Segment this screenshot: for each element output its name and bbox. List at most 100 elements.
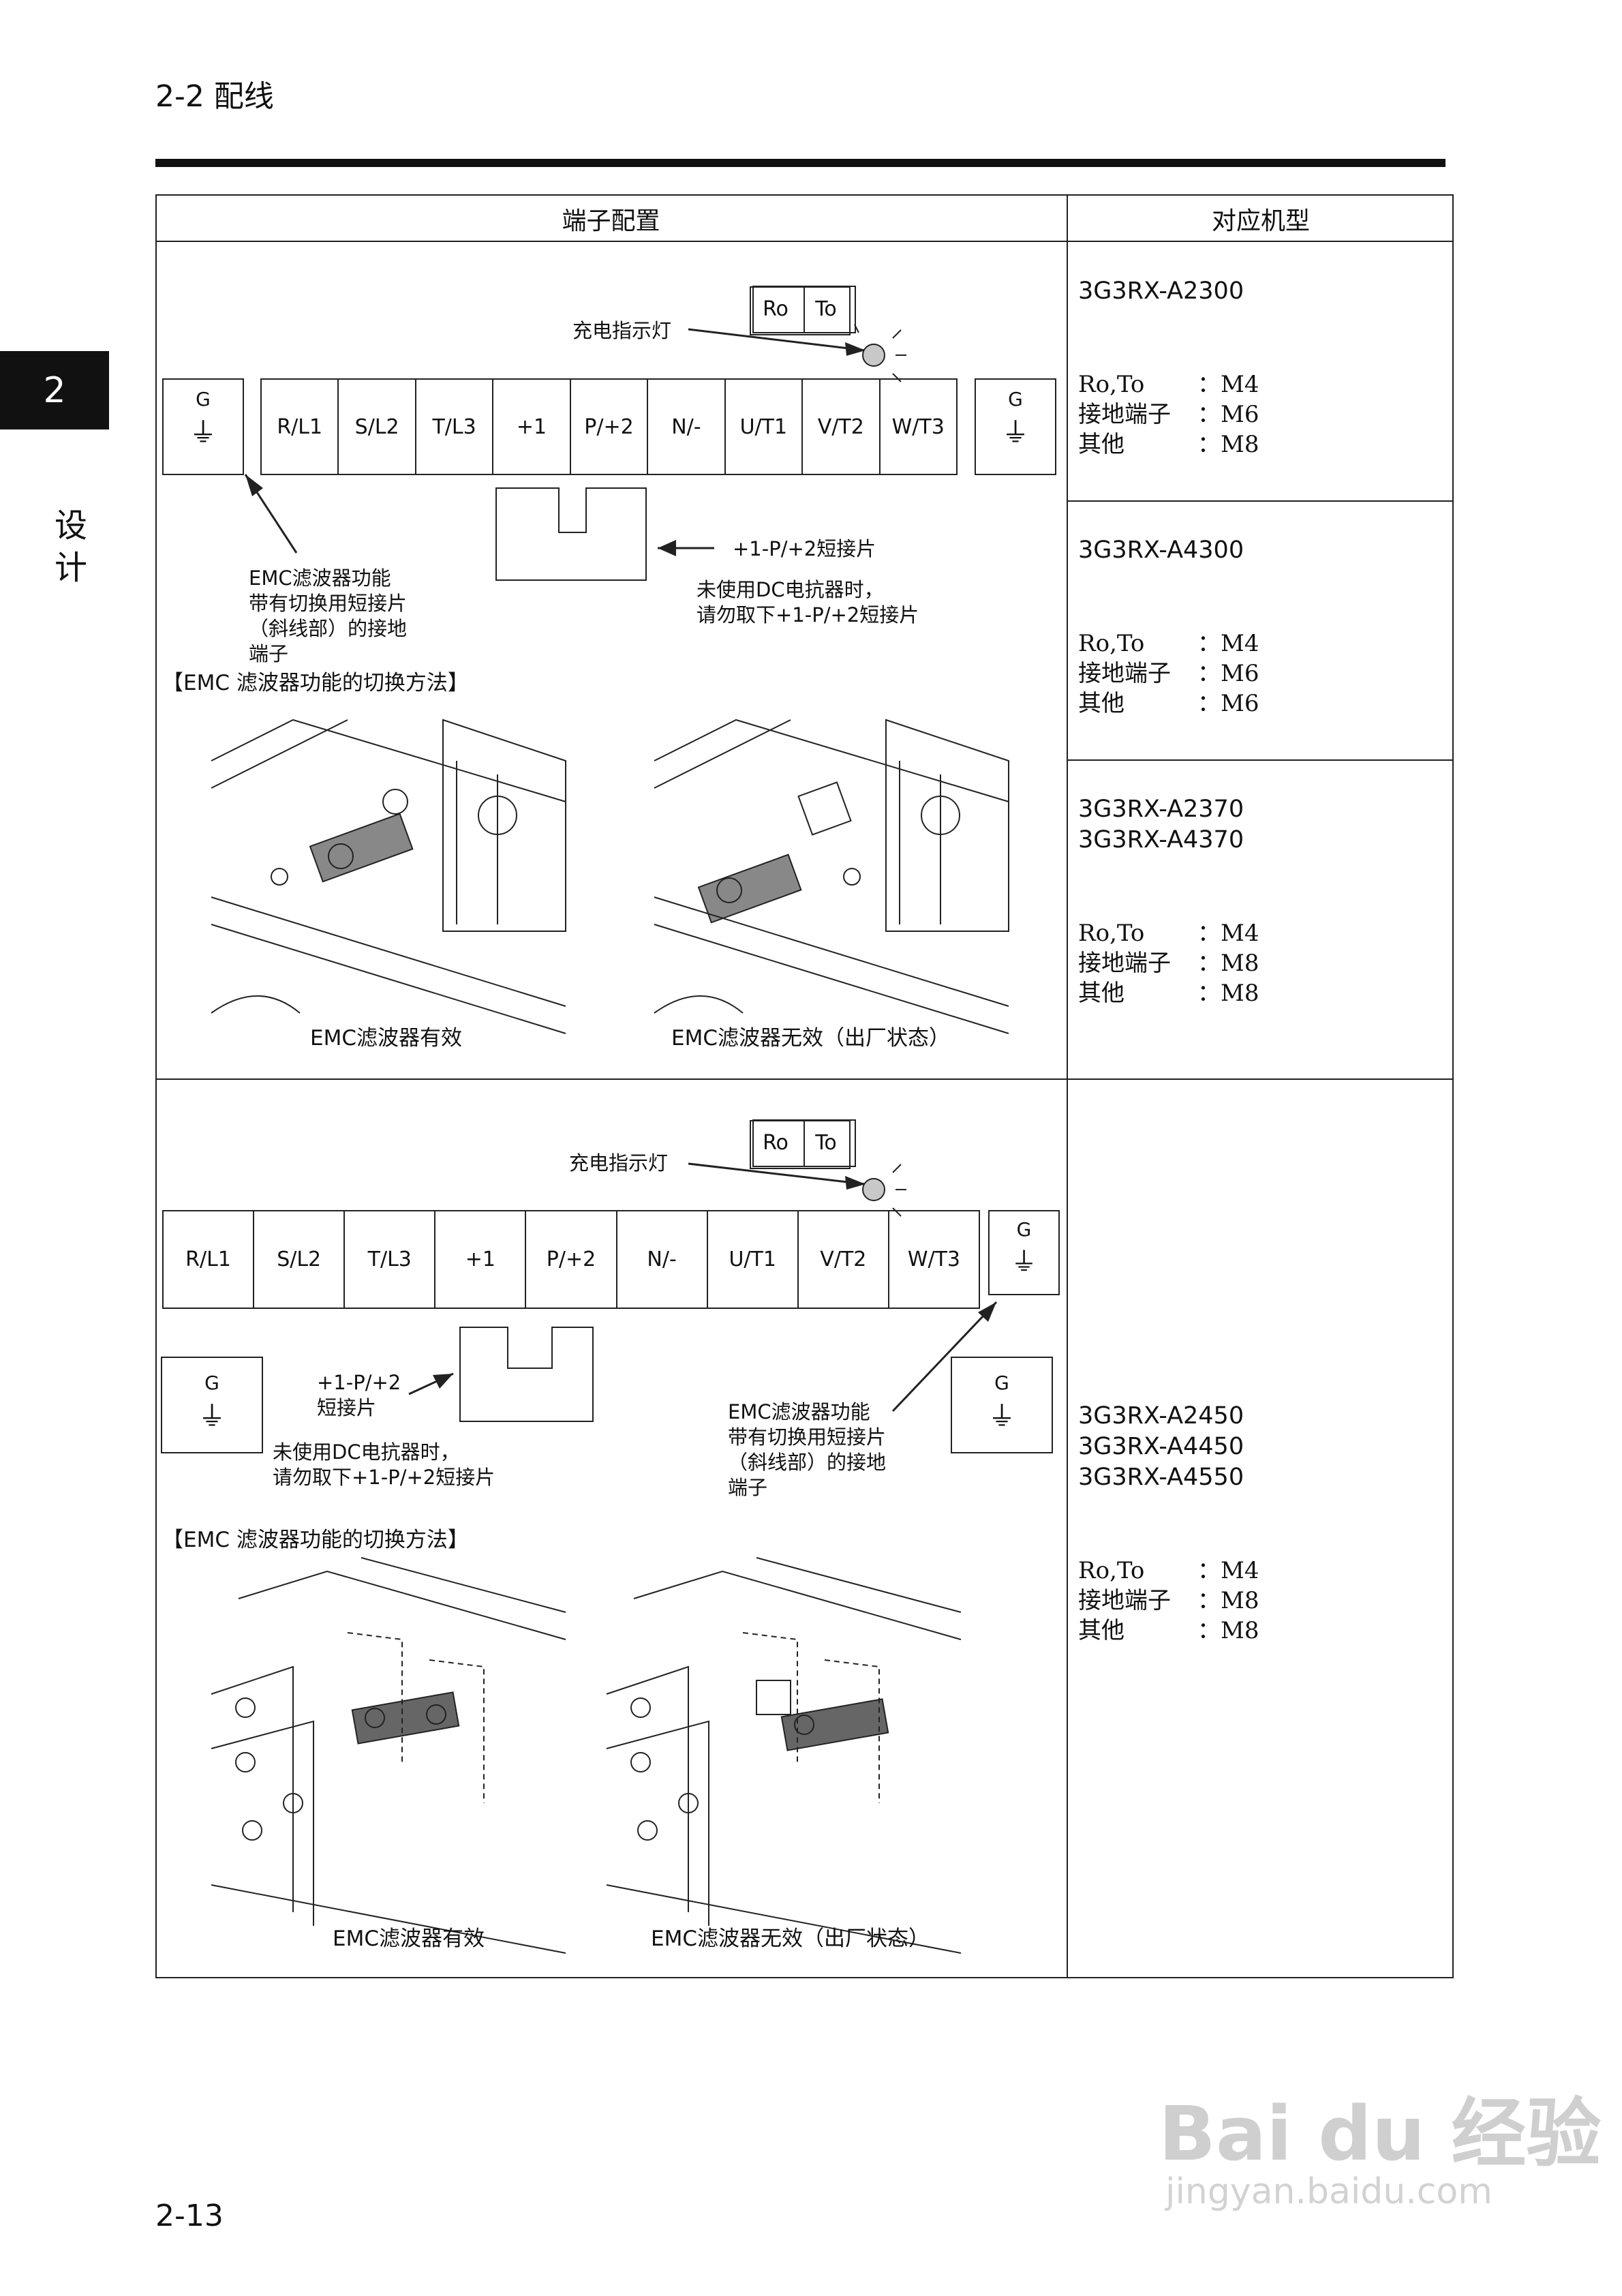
ground-terminal-right-lower: G ⏚ (951, 1357, 1053, 1453)
caption-emc-off: EMC滤波器无效（出厂状态） (671, 1026, 950, 1051)
spec-key: 接地端子 (1078, 1587, 1171, 1614)
note-line: 请勿取下+1-P/+2短接片 (697, 603, 919, 626)
terminal: V/T2 (803, 380, 881, 474)
ground-label: G (1008, 388, 1023, 410)
dc-reactor-note: 未使用DC电抗器时， 请勿取下+1-P/+2短接片 (273, 1440, 495, 1490)
ground-label: G (994, 1372, 1009, 1394)
ro-to-box (750, 286, 851, 335)
spec-key: 接地端子 (1078, 401, 1171, 428)
column-header-model: 对应机型 (1211, 207, 1310, 235)
caption-emc-on: EMC滤波器有效 (310, 1026, 462, 1051)
to-terminal: To (815, 1131, 837, 1155)
terminal: S/L2 (254, 1211, 346, 1308)
spec-value: ：M6 (1197, 690, 1259, 717)
chapter-title: 设 计 (55, 504, 95, 589)
model-group-3: 3G3RX-A2370 3G3RX-A4370 Ro,To ：M4 接地端子：M8… (1078, 794, 1259, 1008)
terminal: R/L1 (164, 1211, 255, 1308)
model-group-4: 3G3RX-A2450 3G3RX-A4450 3G3RX-A4550 Ro,T… (1078, 1401, 1259, 1646)
terminal: U/T1 (708, 1211, 799, 1308)
spec-line: 接地端子：M6 (1078, 659, 1259, 689)
caption-emc-off: EMC滤波器无效（出厂状态） (651, 1927, 930, 1951)
note-line: +1-P/+2 (317, 1371, 401, 1394)
spec-key: Ro,To (1078, 371, 1145, 398)
terminal: R/L1 (262, 380, 339, 474)
spec-key: Ro,To (1078, 1557, 1145, 1584)
spec-key: 其他 (1078, 431, 1124, 458)
spec-line: 接地端子：M8 (1078, 948, 1259, 978)
spec-line: Ro,To ：M4 (1078, 918, 1259, 948)
row1-wiring-diagram (211, 286, 1009, 1034)
spec-value: ：M4 (1197, 920, 1259, 947)
charge-lamp-label: 充电指示灯 (569, 1151, 669, 1175)
model-name: 3G3RX-A2300 (1078, 277, 1244, 305)
jumper-label: +1-P/+2短接片 (733, 537, 876, 560)
emc-switch-title: 【EMC 滤波器功能的切换方法】 (162, 671, 469, 695)
spec-line: Ro,To：M4 (1078, 629, 1259, 659)
ground-icon: ⏚ (198, 1401, 226, 1432)
note-line: 端子 (728, 1476, 768, 1499)
terminal: V/T2 (799, 1211, 889, 1308)
note-line: 未使用DC电抗器时， (273, 1440, 460, 1464)
note-line: （斜线部）的接地 (249, 617, 408, 640)
charge-lamp-label: 充电指示灯 (572, 319, 672, 342)
note-line: 短接片 (317, 1396, 377, 1419)
model-group-1: 3G3RX-A2300 Ro,To：M4 接地端子：M6 其他：M8 (1078, 276, 1259, 459)
row2-wiring-diagram (211, 1119, 998, 1954)
note-line: EMC滤波器功能 (249, 567, 391, 590)
table-divider (1067, 194, 1068, 1978)
column-header-terminal: 端子配置 (562, 207, 660, 235)
terminal: N/- (617, 1211, 708, 1308)
terminal: +1 (435, 1211, 527, 1308)
model-name: 3G3RX-A4450 (1078, 1433, 1244, 1460)
model-name: 3G3RX-A2450 (1078, 1402, 1244, 1430)
model-name: 3G3RX-A4550 (1078, 1464, 1244, 1491)
ro-terminal: Ro (763, 297, 789, 321)
model-name: 3G3RX-A2370 (1078, 796, 1244, 823)
emc-note: EMC滤波器功能 带有切换用短接片 （斜线部）的接地 端子 (249, 566, 407, 667)
emc-note: EMC滤波器功能 带有切换用短接片 （斜线部）的接地 端子 (728, 1400, 886, 1500)
spec-value: ：M6 (1197, 660, 1259, 687)
note-line: 端子 (249, 642, 289, 665)
ground-terminal-right: G ⏚ (988, 1210, 1060, 1295)
terminal: N/- (648, 380, 726, 474)
spec-value: ：M8 (1197, 1617, 1259, 1644)
ground-terminal-left: G ⏚ (161, 1357, 263, 1453)
model-row-rule (1067, 759, 1454, 761)
watermark-url: jingyan.baidu.com (1165, 2171, 1493, 2212)
terminal: T/L3 (416, 380, 494, 474)
terminal: U/T1 (726, 380, 804, 474)
terminal-block-row2: R/L1 S/L2 T/L3 +1 P/+2 N/- U/T1 V/T2 W/T… (162, 1210, 980, 1309)
spec-key: 其他 (1078, 1617, 1124, 1644)
note-line: EMC滤波器功能 (728, 1400, 870, 1423)
spec-line: Ro,To：M4 (1078, 369, 1259, 399)
model-name: 3G3RX-A4300 (1078, 537, 1244, 564)
watermark-logo: Bai du 经验 (1159, 2090, 1602, 2177)
header-rule (155, 159, 1445, 167)
spec-value: ：M8 (1197, 950, 1259, 977)
spec-line: 其他 ：M8 (1078, 978, 1259, 1008)
chapter-tab[interactable]: 2 (0, 351, 109, 429)
spec-value: ：M4 (1197, 630, 1259, 657)
spec-line: 接地端子：M6 (1078, 399, 1259, 429)
model-name: 3G3RX-A4370 (1078, 826, 1244, 854)
spec-line: 其他 ：M6 (1078, 689, 1259, 719)
spec-key: Ro,To (1078, 920, 1145, 947)
note-line: 请勿取下+1-P/+2短接片 (273, 1466, 495, 1489)
spec-value: ：M8 (1197, 1587, 1259, 1614)
ground-terminal-right: G ⏚ (975, 378, 1056, 475)
spec-value: ：M4 (1197, 1557, 1259, 1584)
spec-key: 其他 (1078, 690, 1124, 717)
spec-line: 接地端子 ：M8 (1078, 1586, 1259, 1616)
spec-key: 其他 (1078, 980, 1124, 1007)
spec-value: ：M8 (1197, 980, 1259, 1007)
terminal-block-row1: R/L1 S/L2 T/L3 +1 P/+2 N/- U/T1 V/T2 W/T… (260, 378, 958, 475)
spec-line: Ro,To ：M4 (1078, 1556, 1259, 1586)
ground-label: G (196, 388, 211, 410)
terminal: +1 (493, 380, 571, 474)
ro-to-box (750, 1120, 851, 1169)
note-line: 带有切换用短接片 (728, 1425, 887, 1449)
model-row-rule (1067, 500, 1454, 502)
to-terminal: To (815, 297, 837, 321)
ground-icon: ⏚ (1011, 1247, 1037, 1277)
table-row-rule (155, 1078, 1454, 1080)
